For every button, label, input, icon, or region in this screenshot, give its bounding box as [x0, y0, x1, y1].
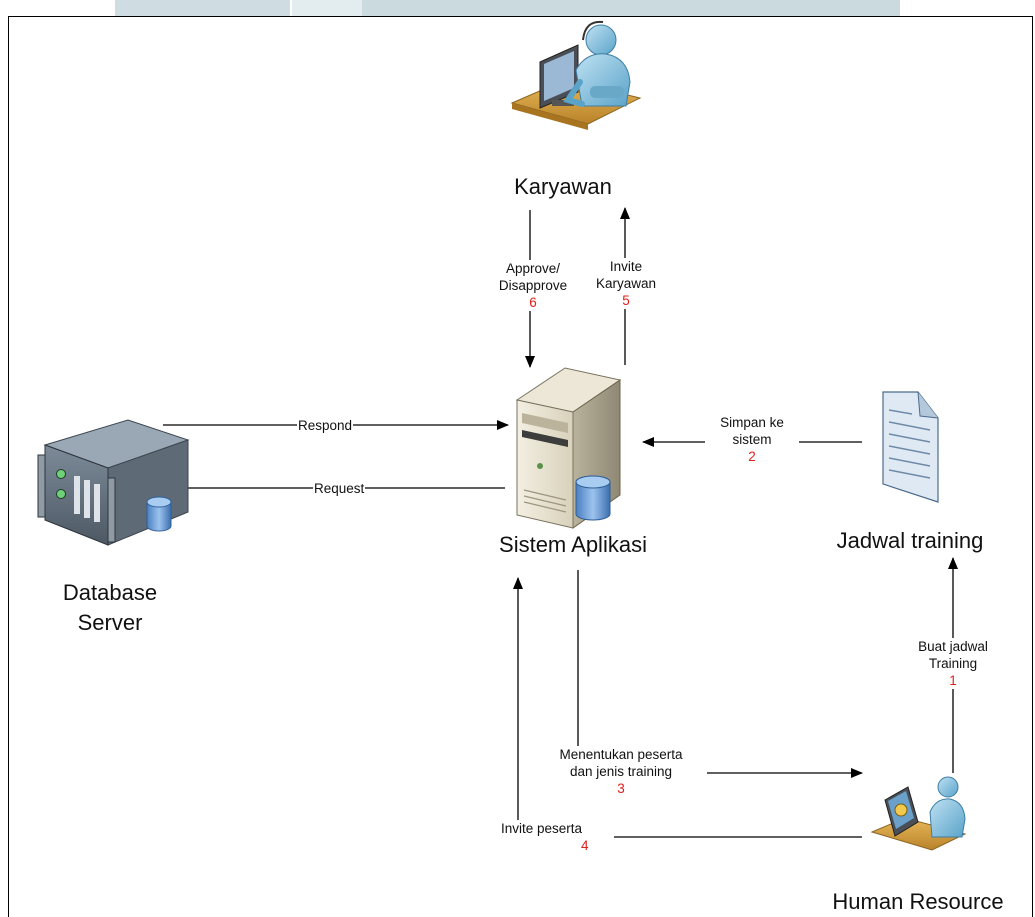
buat-jadwal-line1: Buat jadwal: [918, 639, 988, 654]
sistem-aplikasi-label: Sistem Aplikasi: [499, 532, 647, 557]
invite-peserta-arrow: [513, 577, 862, 838]
approve-step-number: 6: [529, 295, 537, 310]
menentukan-line2: dan jenis training: [569, 764, 673, 779]
karyawan-label: Karyawan: [514, 174, 612, 199]
database-label-line1: Database: [62, 580, 158, 605]
sistem-server-icon: [515, 367, 622, 529]
invite-peserta-step-number: 4: [581, 838, 589, 853]
top-band-segment: [115, 0, 290, 16]
invite-karyawan-line2: Karyawan: [595, 276, 657, 291]
human-resource-label: Human Resource: [832, 889, 1004, 914]
invite-karyawan-step-number: 5: [622, 293, 630, 308]
approve-label: Approve/ Disapprove 6: [488, 260, 578, 311]
hr-person-icon: [870, 776, 967, 851]
buat-jadwal-line2: Training: [928, 656, 978, 671]
buat-jadwal-step-number: 1: [949, 673, 957, 688]
invite-karyawan-label: Invite Karyawan 5: [589, 258, 663, 309]
karyawan-person-icon: [510, 20, 642, 130]
simpan-label-line2: sistem: [732, 432, 772, 447]
jadwal-training-label: Jadwal training: [836, 528, 984, 553]
invite-peserta-label: Invite peserta 4: [500, 820, 614, 854]
menentukan-step-number: 3: [617, 781, 625, 796]
simpan-label: Simpan ke sistem 2: [705, 414, 799, 465]
database-label-line2: Server: [77, 610, 143, 635]
top-band-segment: [292, 0, 362, 16]
top-band: [0, 0, 1035, 16]
buat-jadwal-label: Buat jadwal Training 1: [900, 638, 1006, 689]
menentukan-line1: Menentukan peserta: [559, 747, 683, 762]
top-band-segment: [362, 0, 900, 16]
approve-label-line1: Approve/: [505, 261, 561, 276]
database-server-label: Database Server: [40, 578, 180, 638]
jadwal-document-icon: [882, 391, 939, 503]
approve-label-line2: Disapprove: [498, 278, 568, 293]
respond-label: Respond: [297, 417, 354, 434]
database-rack-icon: [37, 419, 190, 546]
invite-karyawan-line1: Invite: [609, 259, 643, 274]
menentukan-arrow: [577, 570, 863, 778]
invite-peserta-line1: Invite peserta: [501, 821, 583, 836]
menentukan-label: Menentukan peserta dan jenis training 3: [535, 746, 707, 797]
simpan-step-number: 2: [748, 449, 756, 464]
simpan-label-line1: Simpan ke: [720, 415, 784, 430]
request-label: Request: [313, 480, 366, 497]
